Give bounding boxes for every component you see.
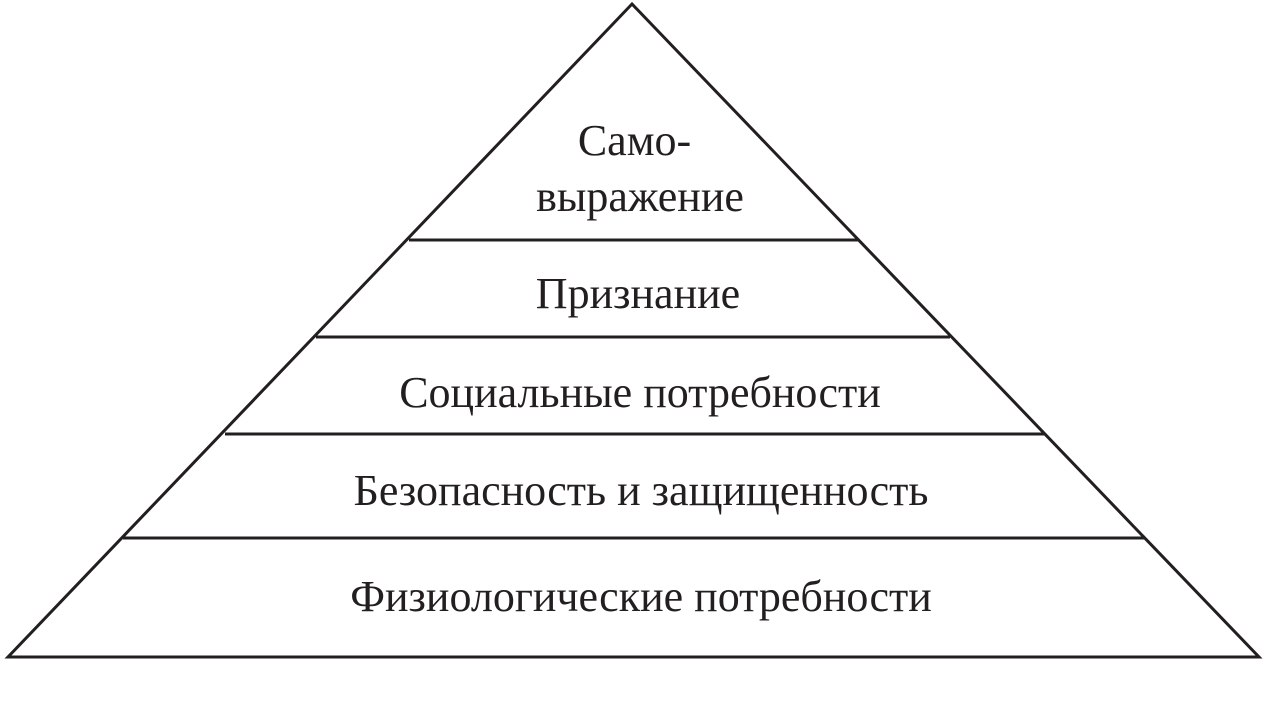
tier-label-self-expression: Само- выражение: [536, 116, 744, 221]
tier-label-social-needs: Социальные потребности: [399, 368, 881, 417]
tier-label-safety-security: Безопасность и защищенность: [354, 466, 929, 515]
tier-label-physiological-needs: Физиологические потребности: [350, 572, 932, 621]
pyramid-outline: [4, 1, 1263, 659]
tier-label-recognition: Признание: [536, 269, 740, 318]
tier-label-self-expression-line-1: Само-: [578, 116, 691, 165]
tier-label-self-expression-line-2: выражение: [536, 172, 744, 221]
